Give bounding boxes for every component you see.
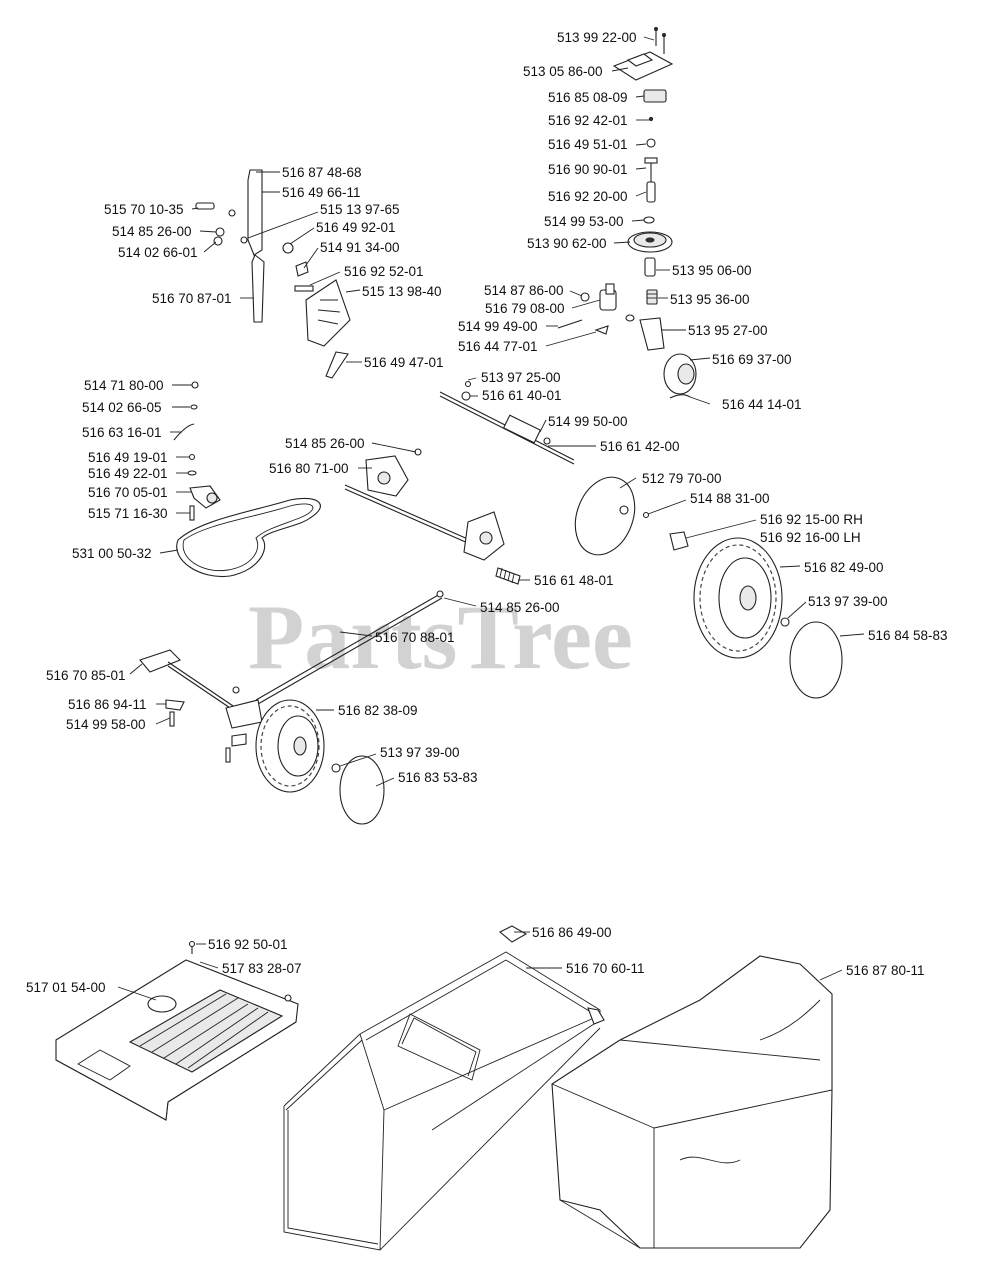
part-label: 516 49 47-01 [364, 355, 444, 370]
part-label: 514 85 26-00 [480, 600, 560, 615]
part-label: 516 63 16-01 [82, 425, 162, 440]
front-wheel [255, 699, 385, 825]
grass-bag-frame [283, 925, 605, 1251]
part-label: 514 88 31-00 [690, 491, 770, 506]
part-label: 516 70 60-11 [566, 961, 645, 976]
part-label: 514 99 49-00 [458, 319, 538, 334]
part-label: 516 70 85-01 [46, 668, 126, 683]
part-label: 515 70 10-35 [104, 202, 184, 217]
part-label: 516 79 08-00 [485, 301, 565, 316]
part-label: 516 82 49-00 [804, 560, 884, 575]
part-label: 516 49 51-01 [548, 137, 628, 152]
part-label: 513 97 25-00 [481, 370, 561, 385]
part-label: 516 82 38-09 [338, 703, 418, 718]
gear-bracket-assembly [557, 283, 635, 335]
part-label: 514 91 34-00 [320, 240, 400, 255]
part-label: 516 80 71-00 [269, 461, 349, 476]
part-label: 514 02 66-05 [82, 400, 162, 415]
part-label: 516 92 15-00 RH [760, 512, 863, 527]
part-number-labels: 513 99 22-00 513 05 86-00 516 85 08-09 5… [26, 30, 948, 995]
part-label: 515 13 98-40 [362, 284, 442, 299]
part-label: 513 99 22-00 [557, 30, 637, 45]
part-label: 531 00 50-32 [72, 546, 152, 561]
part-label: 516 70 87-01 [152, 291, 232, 306]
part-label: 516 49 66-11 [282, 185, 361, 200]
part-label: 514 71 80-00 [84, 378, 164, 393]
part-label: 516 49 92-01 [316, 220, 396, 235]
part-label: 513 90 62-00 [527, 236, 607, 251]
rear-hub-cover [574, 476, 689, 556]
part-label: 516 44 14-01 [722, 397, 802, 412]
part-label: 513 95 06-00 [672, 263, 752, 278]
part-label: 513 05 86-00 [523, 64, 603, 79]
gear-stack-assembly [612, 27, 697, 399]
part-label: 516 90 90-01 [548, 162, 628, 177]
leader-lines [117, 36, 865, 1001]
part-label: 512 79 70-00 [642, 471, 722, 486]
part-label: 513 95 27-00 [688, 323, 768, 338]
part-label: 514 02 66-01 [118, 245, 198, 260]
part-label: 514 99 58-00 [66, 717, 146, 732]
part-label: 516 70 88-01 [375, 630, 455, 645]
part-label: 516 85 08-09 [548, 90, 628, 105]
rear-wheel-right [693, 537, 843, 699]
rear-axle-assembly [344, 380, 575, 585]
left-small-parts [173, 381, 221, 521]
part-label: 514 99 50-00 [548, 414, 628, 429]
part-label: 516 44 77-01 [458, 339, 538, 354]
part-label: 516 49 22-01 [88, 466, 168, 481]
part-label: 517 83 28-07 [222, 961, 302, 976]
height-adjust-lever [195, 169, 351, 379]
part-label: 517 01 54-00 [26, 980, 106, 995]
part-label: 516 61 42-00 [600, 439, 680, 454]
part-label: 513 97 39-00 [380, 745, 460, 760]
part-label: 516 92 52-01 [344, 264, 424, 279]
part-label: 516 61 48-01 [534, 573, 614, 588]
grass-bag [551, 955, 833, 1249]
part-label: 516 84 58-83 [868, 628, 948, 643]
drive-belt [176, 497, 321, 578]
part-label: 514 85 26-00 [112, 224, 192, 239]
part-label: 516 87 48-68 [282, 165, 362, 180]
part-label: 514 85 26-00 [285, 436, 365, 451]
watermark-text: PartsTree [248, 586, 633, 688]
part-label: 515 71 16-30 [88, 506, 168, 521]
part-label: 516 87 80-11 [846, 963, 925, 978]
part-label: 513 97 39-00 [808, 594, 888, 609]
part-label: 516 86 49-00 [532, 925, 612, 940]
part-label: 515 13 97-65 [320, 202, 400, 217]
part-label: 514 87 86-00 [484, 283, 564, 298]
part-label: 516 92 16-00 LH [760, 530, 861, 545]
part-label: 513 95 36-00 [670, 292, 750, 307]
part-label: 516 86 94-11 [68, 697, 147, 712]
part-label: 516 49 19-01 [88, 450, 168, 465]
part-label: 516 92 42-01 [548, 113, 628, 128]
part-label: 516 92 20-00 [548, 189, 628, 204]
part-label: 516 69 37-00 [712, 352, 792, 367]
part-label: 516 70 05-01 [88, 485, 168, 500]
part-label: 516 61 40-01 [482, 388, 562, 403]
part-label: 516 83 53-83 [398, 770, 478, 785]
rear-deflector-plate [55, 940, 299, 1121]
part-label: 514 99 53-00 [544, 214, 624, 229]
part-label: 516 92 50-01 [208, 937, 288, 952]
